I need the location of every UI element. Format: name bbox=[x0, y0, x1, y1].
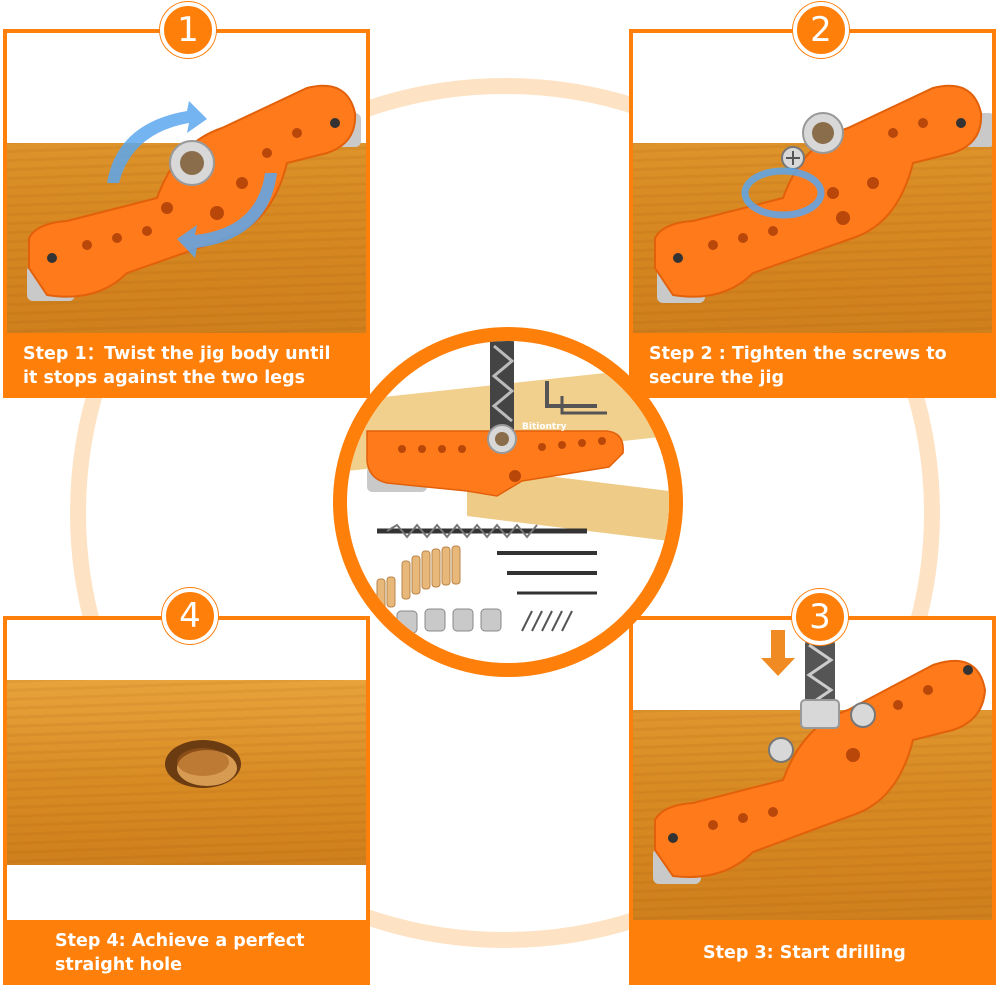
step-3-badge: 3 bbox=[792, 589, 848, 645]
step-1-caption: Step 1：Twist the jig body until it stops… bbox=[7, 333, 366, 394]
step-1-photo bbox=[7, 33, 366, 333]
jig-illustration bbox=[653, 630, 987, 884]
step-3-photo bbox=[633, 620, 992, 920]
brand-label: Bitiontry bbox=[522, 422, 567, 432]
step-1-panel: Step 1：Twist the jig body until it stops… bbox=[3, 29, 370, 398]
jig-illustration bbox=[654, 84, 992, 303]
step-3-panel: Step 3: Start drilling bbox=[629, 616, 996, 985]
jig-illustration bbox=[27, 84, 361, 301]
step-1-badge: 1 bbox=[160, 2, 216, 58]
step-4-caption: Step 4: Achieve a perfect straight hole bbox=[7, 920, 366, 981]
step-2-caption: Step 2 : Tighten the screws to secure th… bbox=[633, 333, 992, 394]
step-4-panel: Step 4: Achieve a perfect straight hole bbox=[3, 616, 370, 985]
product-kit-illustration: Bitiontry bbox=[347, 341, 669, 634]
step-2-photo bbox=[633, 33, 992, 333]
step-2-badge: 2 bbox=[793, 2, 849, 58]
step-4-photo bbox=[7, 620, 366, 920]
step-2-panel: Step 2 : Tighten the screws to secure th… bbox=[629, 29, 996, 398]
product-kit-circle: Bitiontry bbox=[333, 327, 683, 677]
step-3-caption: Step 3: Start drilling bbox=[633, 920, 992, 981]
drilled-hole-illustration bbox=[165, 740, 241, 788]
step-4-badge: 4 bbox=[162, 588, 218, 644]
